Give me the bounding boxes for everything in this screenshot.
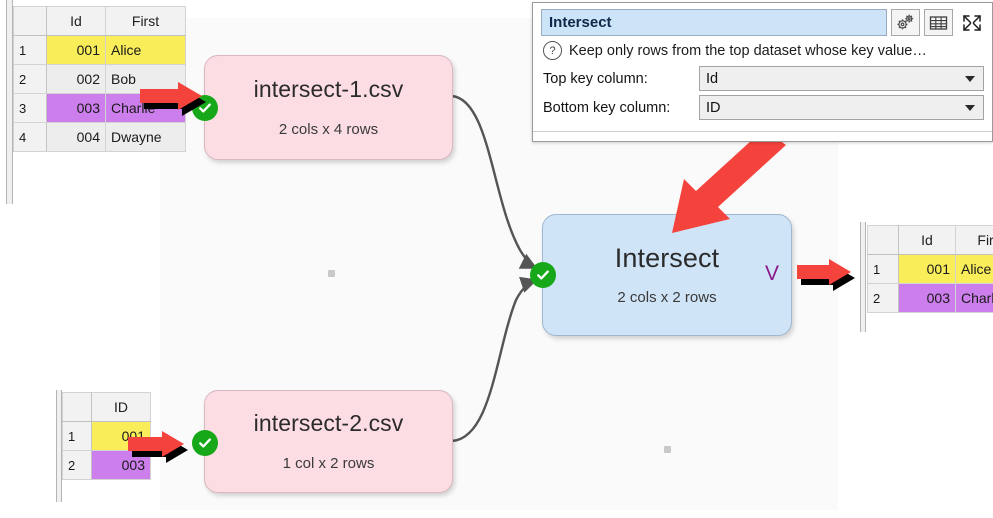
column-header-id[interactable]: ID (91, 392, 151, 422)
node-subtitle: 1 col x 2 rows (282, 454, 375, 472)
canvas-grid-dot (328, 270, 335, 277)
output-marker-v: V (764, 262, 779, 285)
table-row[interactable]: 2 003 Charlie (867, 283, 993, 313)
panel-scrollbar-left[interactable] (860, 222, 866, 332)
row-number: 4 (13, 122, 47, 152)
cell-id[interactable]: 003 (46, 93, 106, 123)
cell-first[interactable]: Dwayne (105, 122, 186, 152)
panel-scrollbar-left[interactable] (56, 390, 62, 502)
node-operation-intersect[interactable]: Intersect 2 cols x 2 rows V (530, 214, 792, 336)
callout-arrow-top-left (140, 82, 206, 116)
output-grid[interactable]: Id First 1 001 Alice 2 003 Charlie (867, 225, 993, 313)
node-title: intersect-2.csv (253, 410, 404, 437)
row-number-header (867, 225, 899, 255)
canvas-grid-dot (664, 446, 671, 453)
expand-icon[interactable] (957, 9, 986, 36)
row-number: 3 (13, 93, 47, 123)
bottom-input-panel: ID 1 001 2 003 (50, 390, 151, 502)
row-number: 1 (13, 35, 47, 65)
column-header-id[interactable]: Id (46, 6, 106, 36)
bottom-key-column-label: Bottom key column: (543, 99, 671, 116)
table-header-row: Id First (13, 6, 186, 36)
cell-id[interactable]: 001 (46, 35, 106, 65)
dialog-title-row: Intersect (533, 3, 992, 39)
node-subtitle: 2 cols x 2 rows (617, 289, 717, 307)
chevron-down-icon (965, 75, 975, 82)
row-number: 1 (62, 421, 92, 451)
row-number: 2 (13, 64, 47, 94)
node-source-intersect-1[interactable]: intersect-1.csv 2 cols x 4 rows (192, 55, 453, 160)
question-mark-icon[interactable]: ? (543, 41, 562, 60)
table-icon[interactable] (924, 9, 953, 36)
check-circle-icon (530, 262, 556, 288)
bottom-input-grid[interactable]: ID 1 001 2 003 (62, 392, 151, 480)
top-key-column-field: Top key column: Id (533, 64, 992, 93)
cell-first[interactable]: Alice (105, 35, 186, 65)
output-panel: Id First 1 001 Alice 2 003 Charlie (856, 222, 993, 332)
column-header-first[interactable]: First (955, 225, 993, 255)
cell-first[interactable]: Alice (955, 254, 993, 284)
callout-arrow-bottom-left (128, 431, 188, 463)
operation-name-input[interactable]: Intersect (541, 9, 887, 36)
row-number: 2 (867, 283, 899, 313)
cell-id[interactable]: 002 (46, 64, 106, 94)
node-source-intersect-2[interactable]: intersect-2.csv 1 col x 2 rows (192, 390, 453, 493)
gears-icon[interactable] (891, 9, 920, 36)
cell-id[interactable]: 001 (898, 254, 956, 284)
row-number-header (62, 392, 92, 422)
operation-settings-dialog: Intersect (532, 2, 993, 142)
dialog-help-row: ? Keep only rows from the top dataset wh… (533, 39, 992, 64)
table-row[interactable]: 1 001 Alice (867, 254, 993, 284)
table-row[interactable]: 4 004 Dwayne (13, 122, 186, 152)
bottom-key-column-value: ID (706, 99, 721, 116)
cell-id[interactable]: 004 (46, 122, 106, 152)
node-subtitle: 2 cols x 4 rows (278, 120, 379, 138)
panel-scrollbar-left[interactable] (6, 0, 13, 204)
dialog-footer (533, 131, 992, 141)
row-number: 2 (62, 450, 92, 480)
table-header-row: ID (62, 392, 151, 422)
callout-arrow-diagonal (672, 133, 786, 233)
table-header-row: Id First (867, 225, 993, 255)
row-number: 1 (867, 254, 899, 284)
bottom-key-column-field: Bottom key column: ID (533, 93, 992, 122)
top-key-column-select[interactable]: Id (699, 66, 984, 91)
top-input-panel: Id First 1 001 Alice 2 002 Bob 3 003 Cha… (0, 0, 186, 204)
column-header-first[interactable]: First (105, 6, 186, 36)
node-title: intersect-1.csv (253, 76, 404, 103)
chevron-down-icon (965, 104, 975, 111)
bottom-key-column-select[interactable]: ID (699, 95, 984, 120)
top-key-column-value: Id (706, 70, 719, 87)
cell-first[interactable]: Charlie (955, 283, 993, 313)
top-key-column-label: Top key column: (543, 70, 648, 87)
callout-arrow-output (797, 259, 855, 291)
cell-id[interactable]: 003 (898, 283, 956, 313)
table-row[interactable]: 2 003 (62, 450, 151, 480)
check-circle-icon (192, 430, 218, 456)
node-title: Intersect (614, 242, 720, 273)
column-header-id[interactable]: Id (898, 225, 956, 255)
table-row[interactable]: 1 001 Alice (13, 35, 186, 65)
row-number-header (13, 6, 47, 36)
dialog-help-text: Keep only rows from the top dataset whos… (569, 42, 927, 59)
